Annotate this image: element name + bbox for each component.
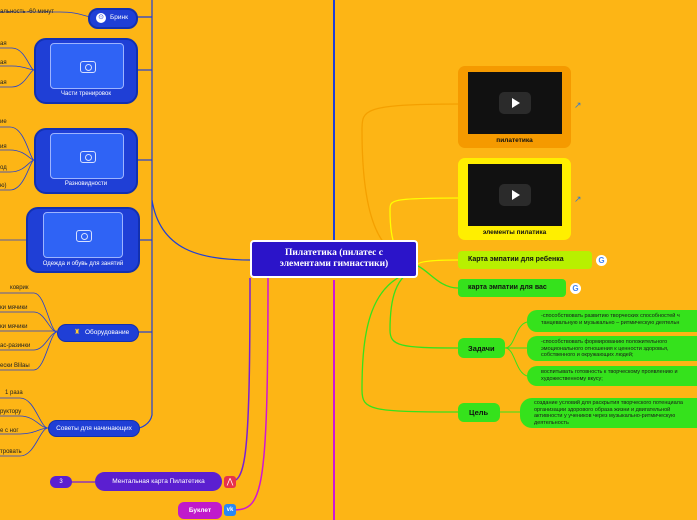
goal-label: Цель: [469, 408, 488, 417]
clothing-node[interactable]: Одежда и обувь для занятий: [26, 207, 140, 273]
task-item-1[interactable]: -способствовать развитию творческих спос…: [527, 310, 697, 332]
tips-leaf-2: руктору: [0, 409, 21, 415]
video1-player[interactable]: [468, 72, 562, 134]
tips-leaf-4: тровать: [0, 449, 22, 455]
equipment-leaf-5: ески Blilaы: [0, 363, 30, 369]
camera-icon: [80, 151, 96, 163]
attach-icon: ↗: [574, 194, 582, 205]
brink-node[interactable]: ⊙ Бринк: [88, 8, 138, 29]
video2-node[interactable]: элементы пилатика: [458, 158, 571, 240]
varieties-node[interactable]: Разновидности: [34, 128, 138, 194]
task-item-3-text: воспитывать готовность к творческому про…: [527, 366, 697, 386]
brink-label: Бринк: [110, 14, 128, 21]
equipment-leaf-1: коврик: [10, 285, 29, 291]
task-item-1-text: -способствовать развитию творческих спос…: [527, 310, 697, 332]
video1-node[interactable]: пилатетика: [458, 66, 571, 148]
varieties-leaf-3: од: [0, 165, 7, 171]
tips-label: Советы для начинающих: [49, 425, 139, 432]
equipment-leaf-2: ки мячики: [0, 305, 27, 311]
play-icon[interactable]: [499, 184, 531, 206]
equipment-label: Оборудование: [85, 329, 129, 336]
equipment-leaf-4: ас-разинки: [0, 343, 30, 349]
trophy-icon: ♜: [74, 328, 80, 336]
brink-icon: ⊙: [96, 13, 106, 23]
tasks-label: Задачи: [468, 344, 495, 353]
tasks-node[interactable]: Задачи: [458, 338, 505, 358]
google-icon[interactable]: G: [570, 283, 581, 294]
equipment-node[interactable]: ♜ Оборудование: [57, 324, 139, 342]
camera-icon: [76, 230, 92, 242]
mindmap-label: Ментальная карта Пилатетика: [95, 478, 222, 485]
vk-icon[interactable]: vk: [224, 504, 236, 516]
goal-node[interactable]: Цель: [458, 403, 500, 422]
training-parts-node[interactable]: Части тренировок: [34, 38, 138, 104]
tips-node[interactable]: Советы для начинающих: [48, 420, 140, 437]
goal-text-node[interactable]: создание условий для раскрытия творческо…: [520, 398, 697, 428]
training-parts-image: [50, 43, 124, 89]
attach-icon: ↗: [574, 100, 582, 111]
clothing-caption: Одежда и обувь для занятий: [28, 261, 138, 267]
mindmap-node[interactable]: Ментальная карта Пилатетика: [95, 472, 222, 491]
mindmeister-icon[interactable]: ⋀: [224, 476, 236, 488]
booklet-label: Буклет: [178, 507, 222, 514]
video1-caption: пилатетика: [458, 137, 571, 144]
varieties-leaf-4: ю): [0, 183, 7, 189]
goal-text: создание условий для раскрытия творческо…: [520, 398, 697, 428]
equipment-leaf-3: ки мячики: [0, 324, 27, 330]
varieties-image: [50, 133, 124, 179]
empathy-you-label: карта эмпатии для вас: [468, 284, 547, 291]
central-topic[interactable]: Пилатетика (пилатес с элементами гимнаст…: [250, 240, 418, 278]
tips-leaf-1: 1 раза: [5, 390, 23, 396]
central-title: Пилатетика (пилатес с элементами гимнаст…: [252, 242, 416, 270]
duration-leaf: альность -60 минут: [0, 9, 54, 15]
training-parts-caption: Части тренировок: [36, 91, 136, 97]
tips-leaf-3: е с ног: [0, 428, 19, 434]
mindmap-badge-count: 3: [50, 479, 72, 485]
empathy-child-node[interactable]: Карта эмпатии для ребенка: [458, 251, 592, 269]
task-item-2[interactable]: -способствовать формированию положительн…: [527, 336, 697, 361]
task-item-2-text: -способствовать формированию положительн…: [527, 336, 697, 361]
training-leaf-2: ая: [0, 60, 7, 66]
training-leaf-1: ая: [0, 41, 7, 47]
varieties-leaf-2: ия: [0, 144, 7, 150]
empathy-child-label: Карта эмпатии для ребенка: [468, 256, 564, 263]
booklet-node[interactable]: Буклет: [178, 502, 222, 519]
mindmap-badge: 3: [50, 476, 72, 488]
google-icon[interactable]: G: [596, 255, 607, 266]
task-item-3[interactable]: воспитывать готовность к творческому про…: [527, 366, 697, 386]
play-icon[interactable]: [499, 92, 531, 114]
video2-caption: элементы пилатика: [458, 229, 571, 236]
training-leaf-3: ая: [0, 80, 7, 86]
clothing-image: [43, 212, 123, 258]
camera-icon: [80, 61, 96, 73]
video2-player[interactable]: [468, 164, 562, 226]
varieties-leaf-1: ие: [0, 119, 7, 125]
varieties-caption: Разновидности: [36, 181, 136, 187]
empathy-you-node[interactable]: карта эмпатии для вас: [458, 279, 566, 297]
